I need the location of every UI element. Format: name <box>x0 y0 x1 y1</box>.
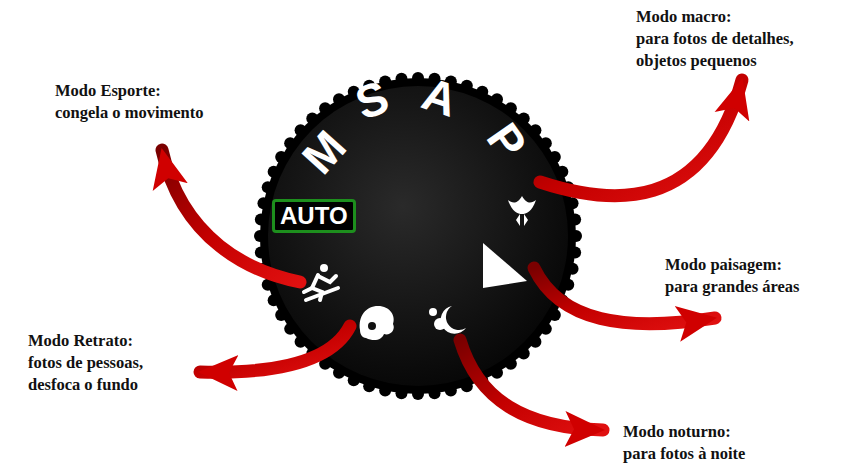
callout-arrows <box>162 80 742 430</box>
night-icon <box>429 306 466 334</box>
callout-text: fotos de pessoas, desfoca o fundo <box>28 352 196 396</box>
callout-text: Modo noturno: <box>623 421 731 443</box>
dial-rim <box>260 78 576 394</box>
dial-face <box>268 86 568 386</box>
portrait-icon <box>360 306 394 340</box>
callout-arrow <box>460 340 603 430</box>
macro-icon <box>508 196 536 226</box>
callout-text: para fotos à noite <box>623 443 745 465</box>
dial-knurl <box>254 72 582 400</box>
callout-text: Modo paisagem: <box>665 254 782 276</box>
landscape-icon <box>483 243 527 288</box>
callout-text: congela o movimento <box>55 102 203 124</box>
callout-text: Modo Retrato: <box>28 330 133 352</box>
mode-text: AUTO <box>280 203 348 229</box>
callout-arrow <box>540 80 742 196</box>
callout-text: para fotos de detalhes, objetos pequenos <box>636 28 841 72</box>
callout-arrow <box>200 326 350 372</box>
callout-text: para grandes áreas <box>665 276 799 298</box>
sport-icon <box>304 264 338 300</box>
callout-text: Modo Esporte: <box>55 80 161 102</box>
mode-box: AUTO <box>272 199 356 233</box>
callout-text: Modo macro: <box>636 6 841 28</box>
